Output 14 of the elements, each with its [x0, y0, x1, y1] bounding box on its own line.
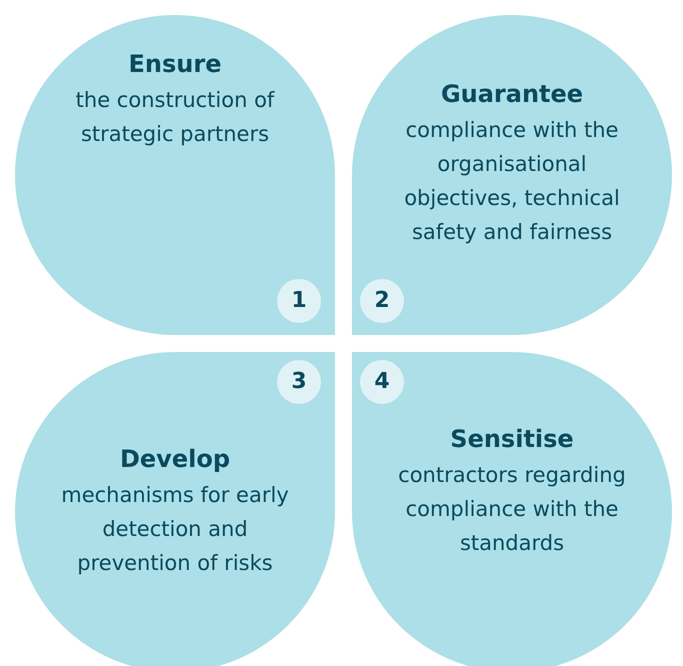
petal-text: compliance with the organisational objectives, technical safety and fairness [403, 117, 621, 246]
petal-shape [15, 352, 335, 666]
petal-heading: Ensure [128, 49, 222, 79]
petal-heading: Sensitise [449, 424, 575, 454]
step-number: 3 [277, 360, 321, 404]
petal-shape [352, 352, 672, 666]
petal-text: the construction of strategic partners [74, 87, 276, 148]
step-number: 4 [360, 360, 404, 404]
petal-text: mechanisms for early detection and prevention of risks [60, 482, 290, 577]
petal-heading: Guarantee [440, 79, 584, 109]
step-number: 2 [360, 279, 404, 323]
petal-text: contractors regarding compliance with the standards [397, 462, 627, 557]
petal-heading: Develop [118, 444, 231, 474]
step-number: 1 [277, 279, 321, 323]
